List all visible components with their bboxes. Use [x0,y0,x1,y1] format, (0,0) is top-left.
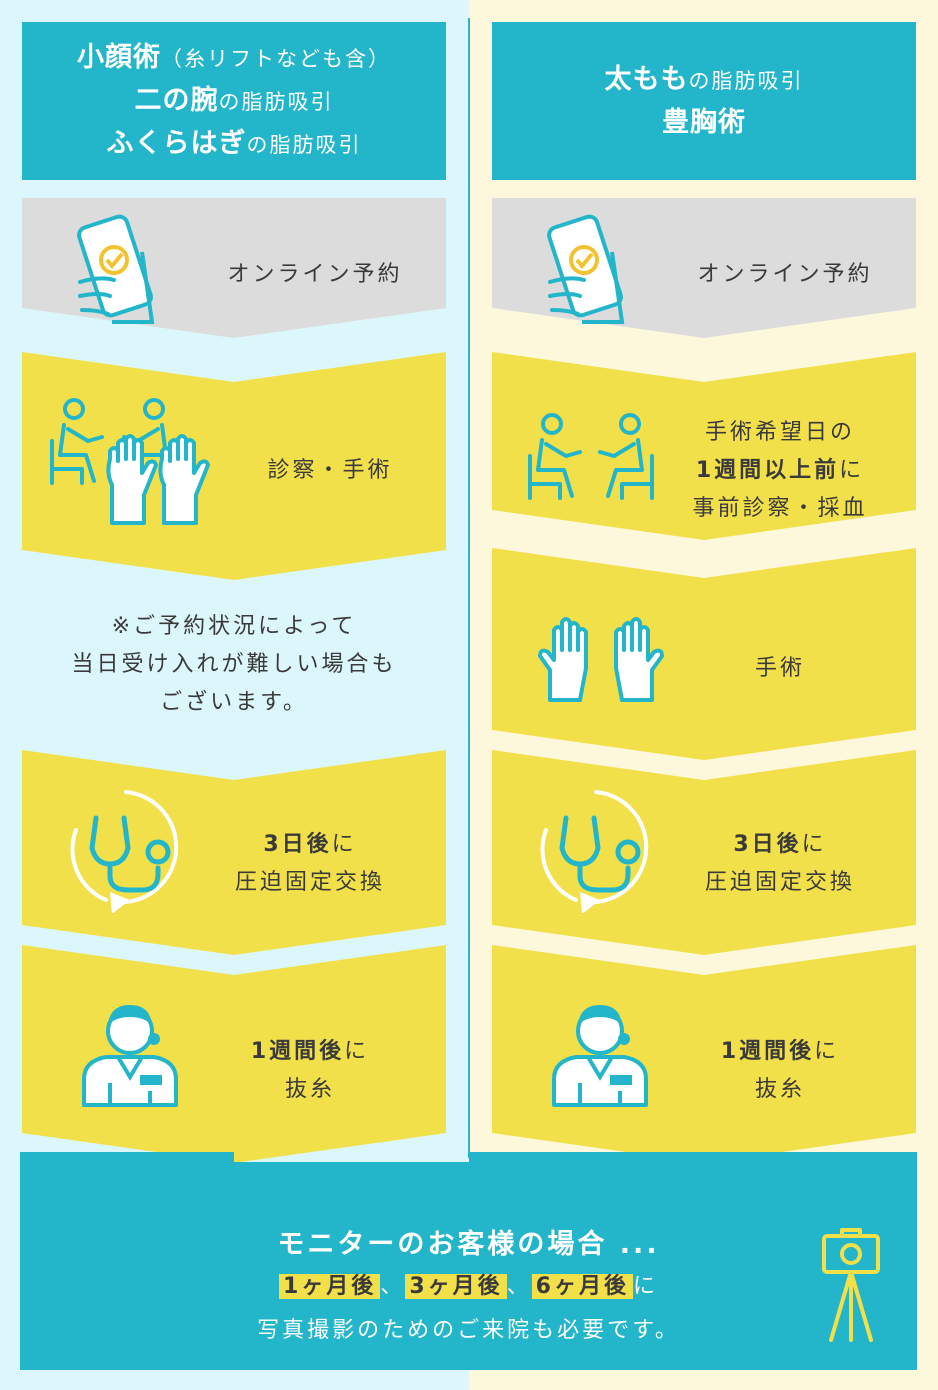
left-step-consultation-surgery [22,352,446,580]
label-bold: 1週間後 [250,1039,345,1064]
separator: 、 [506,1274,532,1299]
right-header: 太ももの脂肪吸引 豊胸術 [492,22,916,180]
label-tail: に [839,458,865,483]
note-line: ございます。 [160,690,308,715]
gloves-icon [538,617,664,702]
header-small-text: の脂肪吸引 [218,89,334,114]
right-header-line1: 太ももの脂肪吸引 [605,59,804,102]
smartphone-icon [547,214,625,324]
right-step4-label: 3日後に 圧迫固定交換 [670,826,890,902]
label-line: 1週間後に [670,1033,890,1071]
separator: 、 [380,1274,406,1299]
left-header: 小顔術（糸リフトなども含） 二の腕の脂肪吸引 ふくらはぎの脂肪吸引 [22,22,446,180]
label-tail: に [331,832,357,857]
label-line: 圧迫固定交換 [704,870,855,895]
left-header-line1: 小顔術（糸リフトなども含） [77,37,391,80]
camera-tripod-icon [822,1228,880,1342]
header-bold-text: 二の腕 [134,84,219,116]
smartphone-icon [77,214,155,324]
note-line: 当日受け入れが難しい場合も [71,652,397,677]
right-header-line2: 豊胸術 [662,102,746,143]
note-line: ※ご予約状況によって [111,614,357,639]
left-step3-label: 3日後に 圧迫固定交換 [200,826,420,902]
label-bold: 1週間以上前 [695,458,840,483]
highlight-3-months: 3ヶ月後 [405,1274,507,1299]
label-bold: 3日後 [733,832,802,857]
header-bold-text: 太もも [604,64,689,95]
consultation-icon [528,413,654,500]
header-small-text: の脂肪吸引 [688,69,804,93]
label-bold: 3日後 [263,832,332,857]
monitor-banner-note: 写真撮影のためのご来院も必要です。 [257,1318,680,1343]
left-step-suture-removal [22,945,446,1163]
header-bold-text: ふくらはぎ [106,127,247,159]
label-line: 抜糸 [754,1077,805,1102]
label-line: 手術希望日の [704,420,855,445]
header-small-text: の脂肪吸引 [246,132,362,157]
right-step5-label: 1週間後に 抜糸 [670,1033,890,1109]
label-line: 抜糸 [284,1077,335,1102]
nurse-icon [82,1005,178,1107]
consultation-icon [50,398,210,525]
stethoscope-icon [540,790,649,913]
label-line: 事前診察・採血 [692,496,868,521]
right-step3-label: 手術 [754,656,805,681]
header-small-text: （糸リフトなども含） [161,46,391,71]
stethoscope-icon [70,790,179,913]
monitor-banner-schedule: 1ヶ月後、3ヶ月後、6ヶ月後に [20,1268,917,1300]
header-bold-text: 小顔術 [77,41,161,73]
left-step1-label: オンライン予約 [227,262,403,287]
right-step-suture-removal [492,945,916,1163]
monitor-banner [20,1152,917,1370]
label-tail: に [801,832,827,857]
header-bold-text: 豊胸術 [662,107,746,138]
label-line: 1週間後に [200,1033,420,1071]
label-bold: 1週間後 [720,1039,815,1064]
left-note: ※ご予約状況によって 当日受け入れが難しい場合も ございます。 [20,608,448,722]
highlight-6-months: 6ヶ月後 [531,1274,633,1299]
left-step4-label: 1週間後に 抜糸 [200,1033,420,1109]
monitor-banner-title: モニターのお客様の場合 ... [277,1229,660,1260]
left-step2-label: 診察・手術 [267,458,393,483]
schedule-tail: に [632,1274,658,1299]
label-line: 3日後に [670,826,890,864]
nurse-icon [552,1005,648,1107]
right-step1-label: オンライン予約 [697,262,873,287]
column-divider [468,18,470,1158]
right-step-preop-consultation [492,352,916,540]
highlight-1-month: 1ヶ月後 [279,1274,381,1299]
label-line: 3日後に [200,826,420,864]
label-tail: に [344,1039,370,1064]
label-line: 圧迫固定交換 [234,870,385,895]
left-header-line2: 二の腕の脂肪吸引 [135,80,334,123]
label-tail: に [814,1039,840,1064]
label-line: 1週間以上前に [660,452,900,490]
left-header-line3: ふくらはぎの脂肪吸引 [107,123,362,166]
right-step2-label: 手術希望日の 1週間以上前に 事前診察・採血 [660,414,900,528]
